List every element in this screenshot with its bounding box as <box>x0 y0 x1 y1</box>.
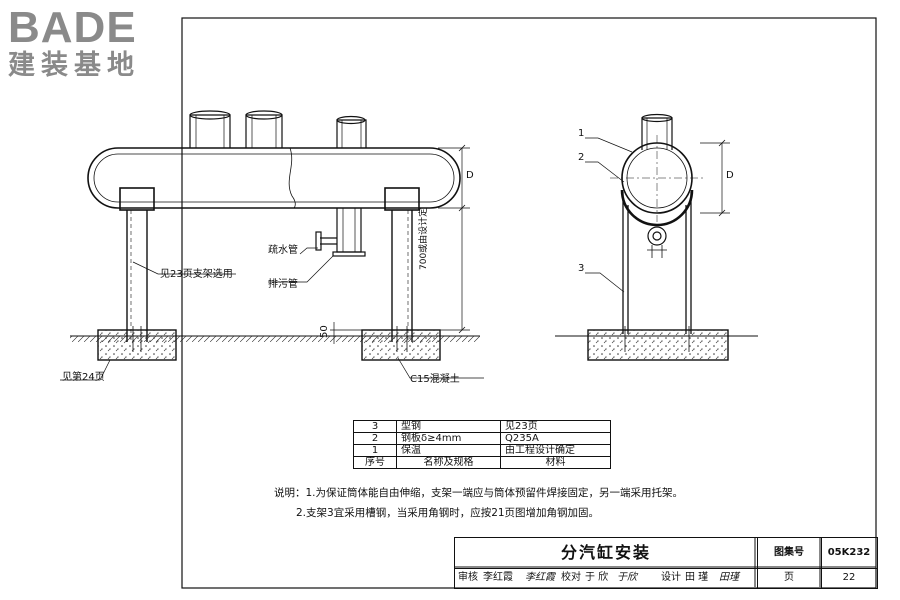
design-label: 设计 <box>661 572 681 583</box>
left-saddle <box>119 187 155 211</box>
part-3-label: 3 <box>578 263 585 274</box>
left-foundation <box>97 329 177 361</box>
atlas-label: 图集号 <box>757 538 822 569</box>
checker-name: 于 欣 <box>585 572 609 583</box>
dim-50-label: 50 <box>319 325 330 338</box>
sheet-frame <box>181 17 877 589</box>
dim-d-side: D <box>726 170 734 181</box>
bom-row: 2 钢板δ≥4mm Q235A <box>353 432 611 445</box>
top-nozzles <box>189 110 367 148</box>
designer-name: 田 瑾 <box>685 572 709 583</box>
checker-signature: 于欣 <box>617 572 637 583</box>
note-line-2: 2.支架3宜采用槽钢，当采用角钢时，应按21页图增加角钢加固。 <box>296 507 600 519</box>
part-2-label: 2 <box>578 152 585 163</box>
page-label: 页 <box>757 568 822 588</box>
bom-header: 序号 名称及规格 材料 <box>353 456 611 469</box>
side-view <box>555 113 758 361</box>
designer-signature: 田瑾 <box>719 572 739 583</box>
support-reference-label: 见23页支架选用 <box>160 269 233 280</box>
side-foundation <box>587 329 729 361</box>
logo-word: BADE <box>8 3 137 52</box>
concrete-label: C15混凝土 <box>410 374 460 385</box>
bom-row: 3 型钢 见23页 <box>353 420 611 433</box>
reviewer-signature: 李红霞 <box>525 572 555 583</box>
title-block: 分汽缸安装 图集号 05K232 页 22 审核 李红霞 李红霞 校对 于 欣 … <box>454 537 878 589</box>
drawing-title: 分汽缸安装 <box>455 538 758 569</box>
reviewer-name: 李红霞 <box>483 572 513 583</box>
page-number: 22 <box>842 572 856 583</box>
dim-height-label: 700或由设计定 <box>419 207 429 270</box>
foundation-reference-label: 见第24页 <box>62 372 105 383</box>
drain-nozzle <box>315 208 366 257</box>
blowdown-pipe-label: 排污管 <box>268 279 298 290</box>
atlas-number: 05K232 <box>821 538 877 569</box>
check-label: 校对 <box>561 572 581 583</box>
note-line-1: 说明：1.为保证筒体能自由伸缩，支架一端应与筒体预留件焊接固定，另一端采用托架。 <box>274 487 684 499</box>
part-1-label: 1 <box>578 128 585 139</box>
left-support-leg <box>126 210 148 342</box>
front-view <box>60 110 484 381</box>
logo-subtitle: 建装基地 <box>8 50 140 81</box>
right-foundation <box>361 329 441 361</box>
logo: BADE 建装基地 <box>8 6 180 86</box>
right-saddle <box>384 187 420 211</box>
bill-of-materials: 3 型钢 见23页 2 钢板δ≥4mm Q235A 1 保温 由工程设计确定 序… <box>353 420 611 469</box>
bom-row: 1 保温 由工程设计确定 <box>353 444 611 457</box>
signature-row: 审核 李红霞 李红霞 校对 于 欣 于欣 设计 田 瑾 田瑾 <box>455 568 758 588</box>
drain-pipe-label: 疏水管 <box>268 245 298 256</box>
vessel-body <box>87 147 461 209</box>
right-support-leg <box>391 210 413 342</box>
dim-d-front: D <box>466 170 474 181</box>
review-label: 审核 <box>458 572 478 583</box>
